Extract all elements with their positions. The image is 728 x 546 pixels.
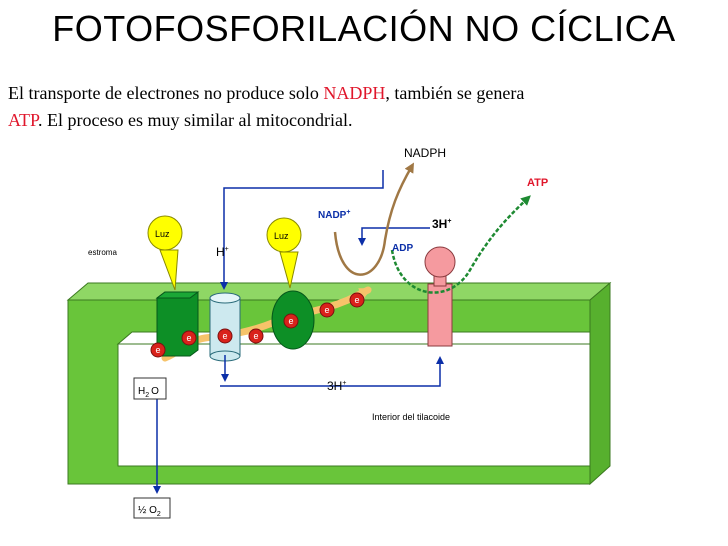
intro-part-1: El transporte de electrones no produce s… — [8, 83, 324, 103]
intro-part-2: , también se genera — [385, 83, 525, 103]
adp-label: ADP — [392, 243, 413, 254]
nadph-label: NADPH — [404, 146, 446, 160]
atp-synthase — [424, 246, 456, 347]
o2-label: ½ O2 — [138, 505, 161, 518]
electron-label-7: e — [354, 295, 359, 305]
electron-label-3: e — [222, 331, 227, 341]
electron-markers — [150, 292, 365, 358]
electron-letters: e e e e e e e — [155, 295, 359, 355]
three-h-top-label: 3H+ — [432, 217, 451, 231]
electron-label-4: e — [253, 331, 258, 341]
nadp-label: NADP+ — [318, 209, 350, 221]
electron-label-1: e — [155, 345, 160, 355]
h-plus-label: H+ — [216, 245, 229, 259]
diagram-labels: NADPH ATP NADP+ 3H+ ADP estroma H+ Luz L… — [88, 146, 548, 518]
atp-curve — [390, 195, 531, 294]
estroma-label: estroma — [88, 248, 117, 257]
atp-highlight: ATP — [8, 110, 39, 130]
proton-flow-arrows — [153, 170, 444, 494]
electron-label-6: e — [324, 305, 329, 315]
atp-label: ATP — [527, 177, 548, 189]
o2-box — [133, 497, 171, 519]
cytochrome-complex — [209, 292, 241, 362]
electron-label-2: e — [186, 333, 191, 343]
light-symbol-1 — [147, 215, 183, 291]
h2o-box — [133, 377, 167, 400]
nadph-curve — [333, 162, 415, 276]
page-title: FOTOFOSFORILACIÓN NO CÍCLICA — [52, 8, 676, 49]
three-h-bottom-label: 3H+ — [327, 379, 346, 393]
interior-label: Interior del tilacoide — [372, 412, 450, 422]
intro-text: El transporte de electrones no produce s… — [8, 80, 720, 134]
intro-part-3: . El proceso es muy similar al mitocondr… — [38, 110, 353, 130]
nadph-highlight: NADPH — [323, 83, 386, 103]
light-symbol-2 — [266, 217, 302, 289]
luz-label-2: Luz — [274, 231, 289, 241]
luz-label-1: Luz — [155, 229, 170, 239]
electron-label-5: e — [288, 316, 293, 326]
